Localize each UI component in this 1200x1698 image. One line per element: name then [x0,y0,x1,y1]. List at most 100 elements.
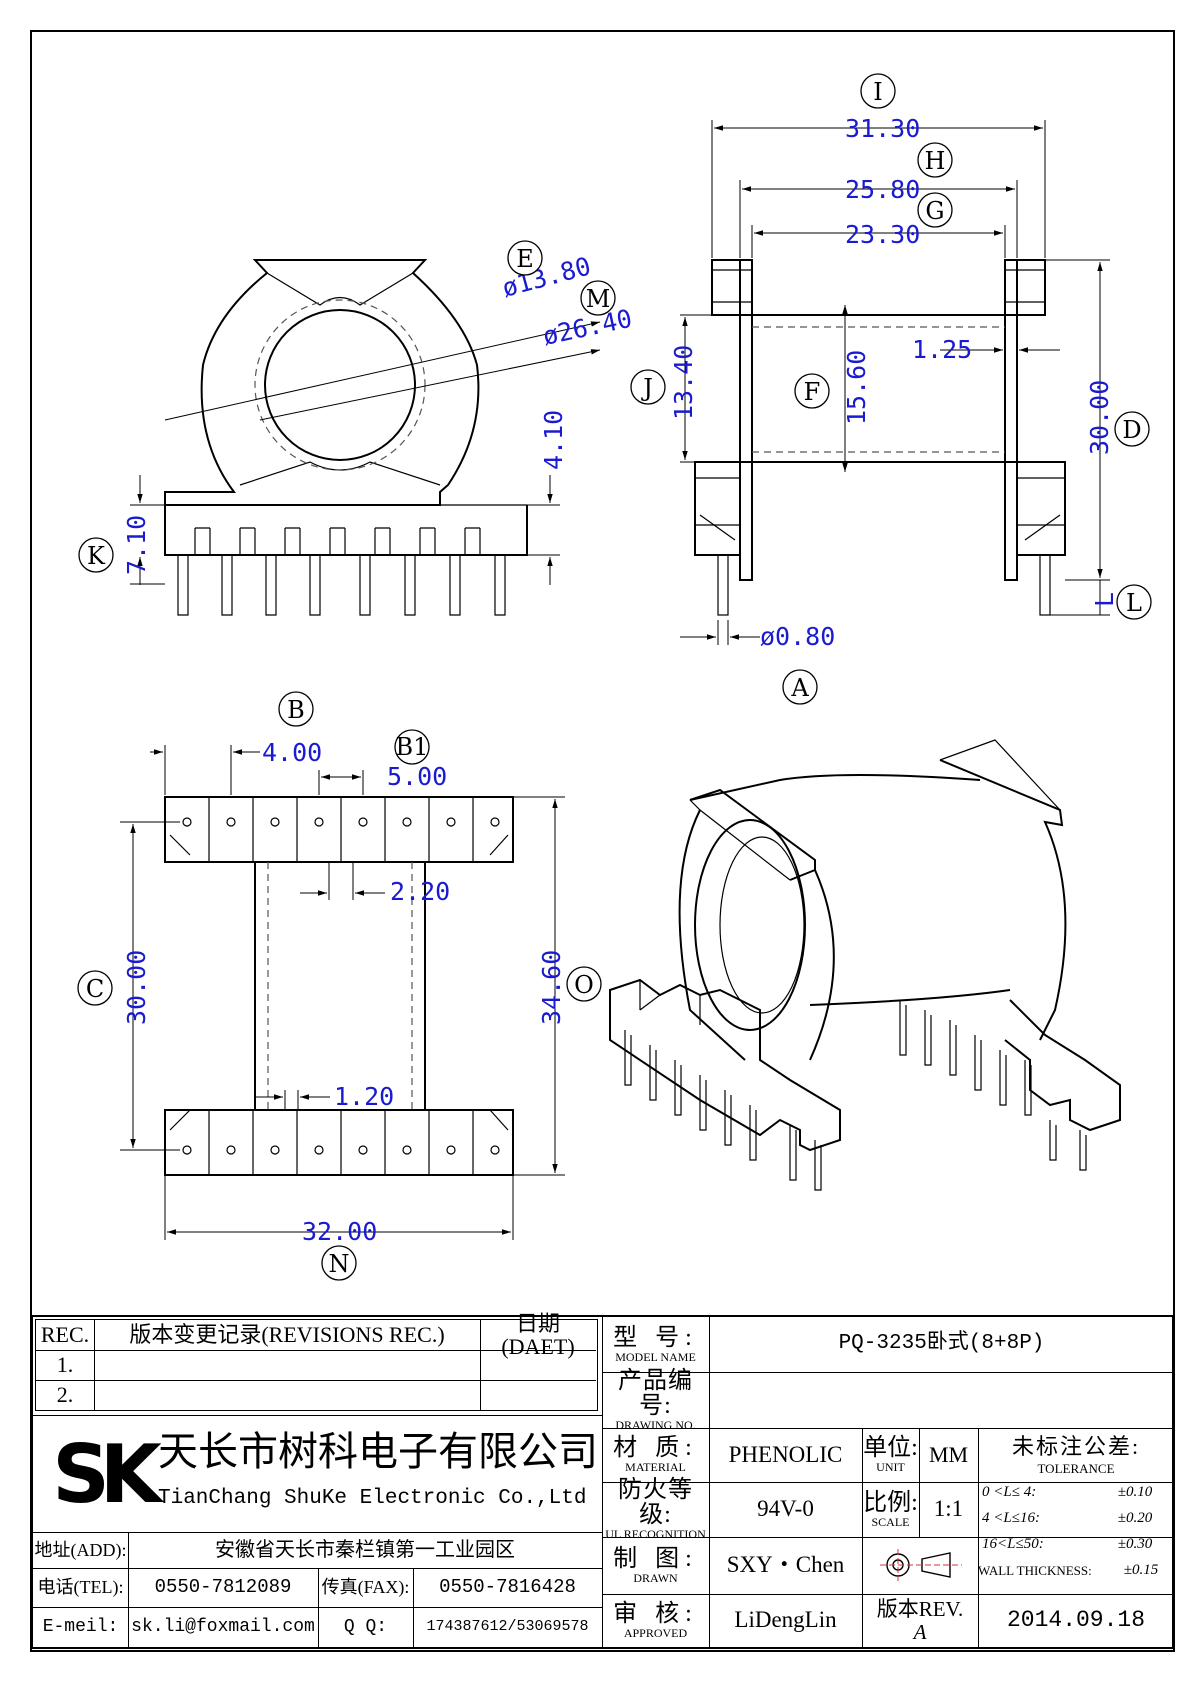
projection-symbol [862,1537,978,1594]
dimension-labels: 31.30 25.80 23.30 ø13.80 ø26.40 13.40 15… [122,114,1119,1246]
svg-text:B1: B1 [396,733,429,761]
svg-text:I: I [873,78,882,106]
dim-d0-80: ø0.80 [760,622,835,651]
dim-32-00: 32.00 [302,1217,377,1246]
svg-text:N: N [329,1250,350,1278]
tol-range-3: 16<L≤50: [982,1536,1044,1553]
dim-L: L [1090,592,1119,607]
drawn-label: 制 图:DRAWN [613,1545,698,1585]
bore-circle [264,309,416,461]
dim-1-20: 1.20 [334,1082,394,1111]
tolerance-title: 未标注公差: [1011,1434,1141,1460]
front-view [130,259,601,616]
fax-value: 0550-7816428 [439,1575,576,1598]
tel-value: 0550-7812089 [154,1575,292,1598]
fire-rating-label: 防火等级:UL RECOGNITION [605,1477,706,1542]
callout-J: J [630,369,666,405]
svg-text:D: D [1122,416,1141,444]
dim-7-10: 7.10 [122,515,151,575]
isometric-view [609,739,1121,1191]
revision-label: 版本REV. [876,1597,964,1622]
approved-value: LiDengLin [734,1607,837,1633]
callout-A: A [782,669,818,705]
dim-4-00: 4.00 [262,738,322,767]
callout-L: L [1116,584,1152,620]
callout-K: K [78,537,114,573]
qq-value: 174387612/53069578 [426,1618,589,1636]
model-value: PQ-3235卧式(8+8P) [838,1332,1045,1356]
qq-label: Q Q: [343,1616,388,1637]
rev-col-header: REC. [40,1322,90,1348]
callout-O: O [566,966,602,1002]
email-label: E-meil: [42,1616,119,1637]
unit-value: MM [928,1442,969,1468]
svg-text:O: O [574,971,594,999]
tol-range-1: 0 <L≤ 4: [982,1484,1037,1501]
svg-text:A: A [790,674,809,702]
drawing-frame [30,30,1175,1652]
dim-30-00-bottom: 30.00 [122,950,151,1025]
bottom-view [120,745,565,1240]
front-pin-row [177,527,506,616]
callout-N: N [321,1245,357,1281]
revision-box: 版本REV. A [862,1594,978,1647]
svg-text:G: G [925,197,944,225]
dim-15-60: 15.60 [842,350,871,425]
callout-I: I [860,73,896,109]
tol-range-2: 4 <L≤16: [982,1510,1040,1527]
revisions-table: REC. 版本变更记录(REVISIONS REC.) 日期(DAET) 1. … [35,1310,598,1411]
address-value: 安徽省天长市秦栏镇第一工业园区 [215,1538,515,1561]
svg-text:H: H [925,147,946,175]
callout-M: M [580,280,616,316]
callout-B: B [278,691,314,727]
tolerance-subtitle: TOLERANCE [1037,1461,1115,1477]
dim-4-10: 4.10 [539,410,568,470]
svg-text:E: E [516,245,534,273]
material-label: 材 质:MATERIAL [613,1435,698,1475]
company-name-en: TianChang ShuKe Electronic Co.,Ltd [158,1486,587,1510]
rev-desc-header: 版本变更记录(REVISIONS REC.) [129,1322,445,1348]
fax-label: 传真(FAX): [321,1577,410,1598]
dim-1-25: 1.25 [912,335,972,364]
model-label: 型 号:MODEL NAME [613,1324,698,1364]
svg-text:K: K [87,542,106,570]
address-label: 地址(ADD): [34,1539,127,1560]
callout-B1: B1 [394,729,430,765]
scale-label: 比例:SCALE [863,1489,918,1529]
callout-H: H [917,142,953,178]
tol-value-wall: ±0.15 [1123,1562,1159,1579]
tolerance-box: 未标注公差: TOLERANCE 0 <L≤ 4: ±0.10 4 <L≤16:… [978,1428,1174,1594]
svg-text:F: F [804,378,821,406]
rev-row-1: 1. [56,1352,74,1378]
dim-34-60: 34.60 [537,950,566,1025]
callout-G: G [917,192,953,228]
title-block: REC. 版本变更记录(REVISIONS REC.) 日期(DAET) 1. … [31,1310,1174,1649]
dim-5-00: 5.00 [387,762,447,791]
dim-23-30: 23.30 [845,220,920,249]
dim-13-40: 13.40 [669,345,698,420]
material-value: PHENOLIC [728,1441,843,1467]
tol-value-2: ±0.20 [1117,1510,1153,1527]
tol-value-3: ±0.30 [1117,1536,1153,1553]
rev-row-2: 2. [56,1382,74,1408]
svg-text:M: M [586,285,611,313]
date-value: 2014.09.18 [1006,1607,1146,1634]
rev-date-header: 日期(DAET) [501,1310,575,1359]
svg-text:B: B [287,696,305,724]
tol-value-1: ±0.10 [1117,1484,1153,1501]
drawn-value: SXY・Chen [726,1552,845,1578]
unit-label: 单位:UNIT [863,1435,918,1475]
drawing-no-label: 产品编号:DRAWING NO. [615,1367,696,1432]
logo-letters: SK [52,1427,162,1521]
winding-dashed-circle [254,299,426,471]
svg-text:L: L [1126,589,1142,617]
company-logo: SK [47,1427,162,1521]
svg-text:J: J [640,374,653,402]
tol-range-wall: WALL THICKNESS: [978,1563,1092,1579]
email-value: sk.li@foxmail.com [131,1616,315,1637]
dim-31-30: 31.30 [845,114,920,143]
dim-25-80: 25.80 [845,175,920,204]
callout-F: F [794,373,830,409]
callout-C: C [77,970,113,1006]
dim-30-00-side: 30.00 [1085,380,1114,455]
